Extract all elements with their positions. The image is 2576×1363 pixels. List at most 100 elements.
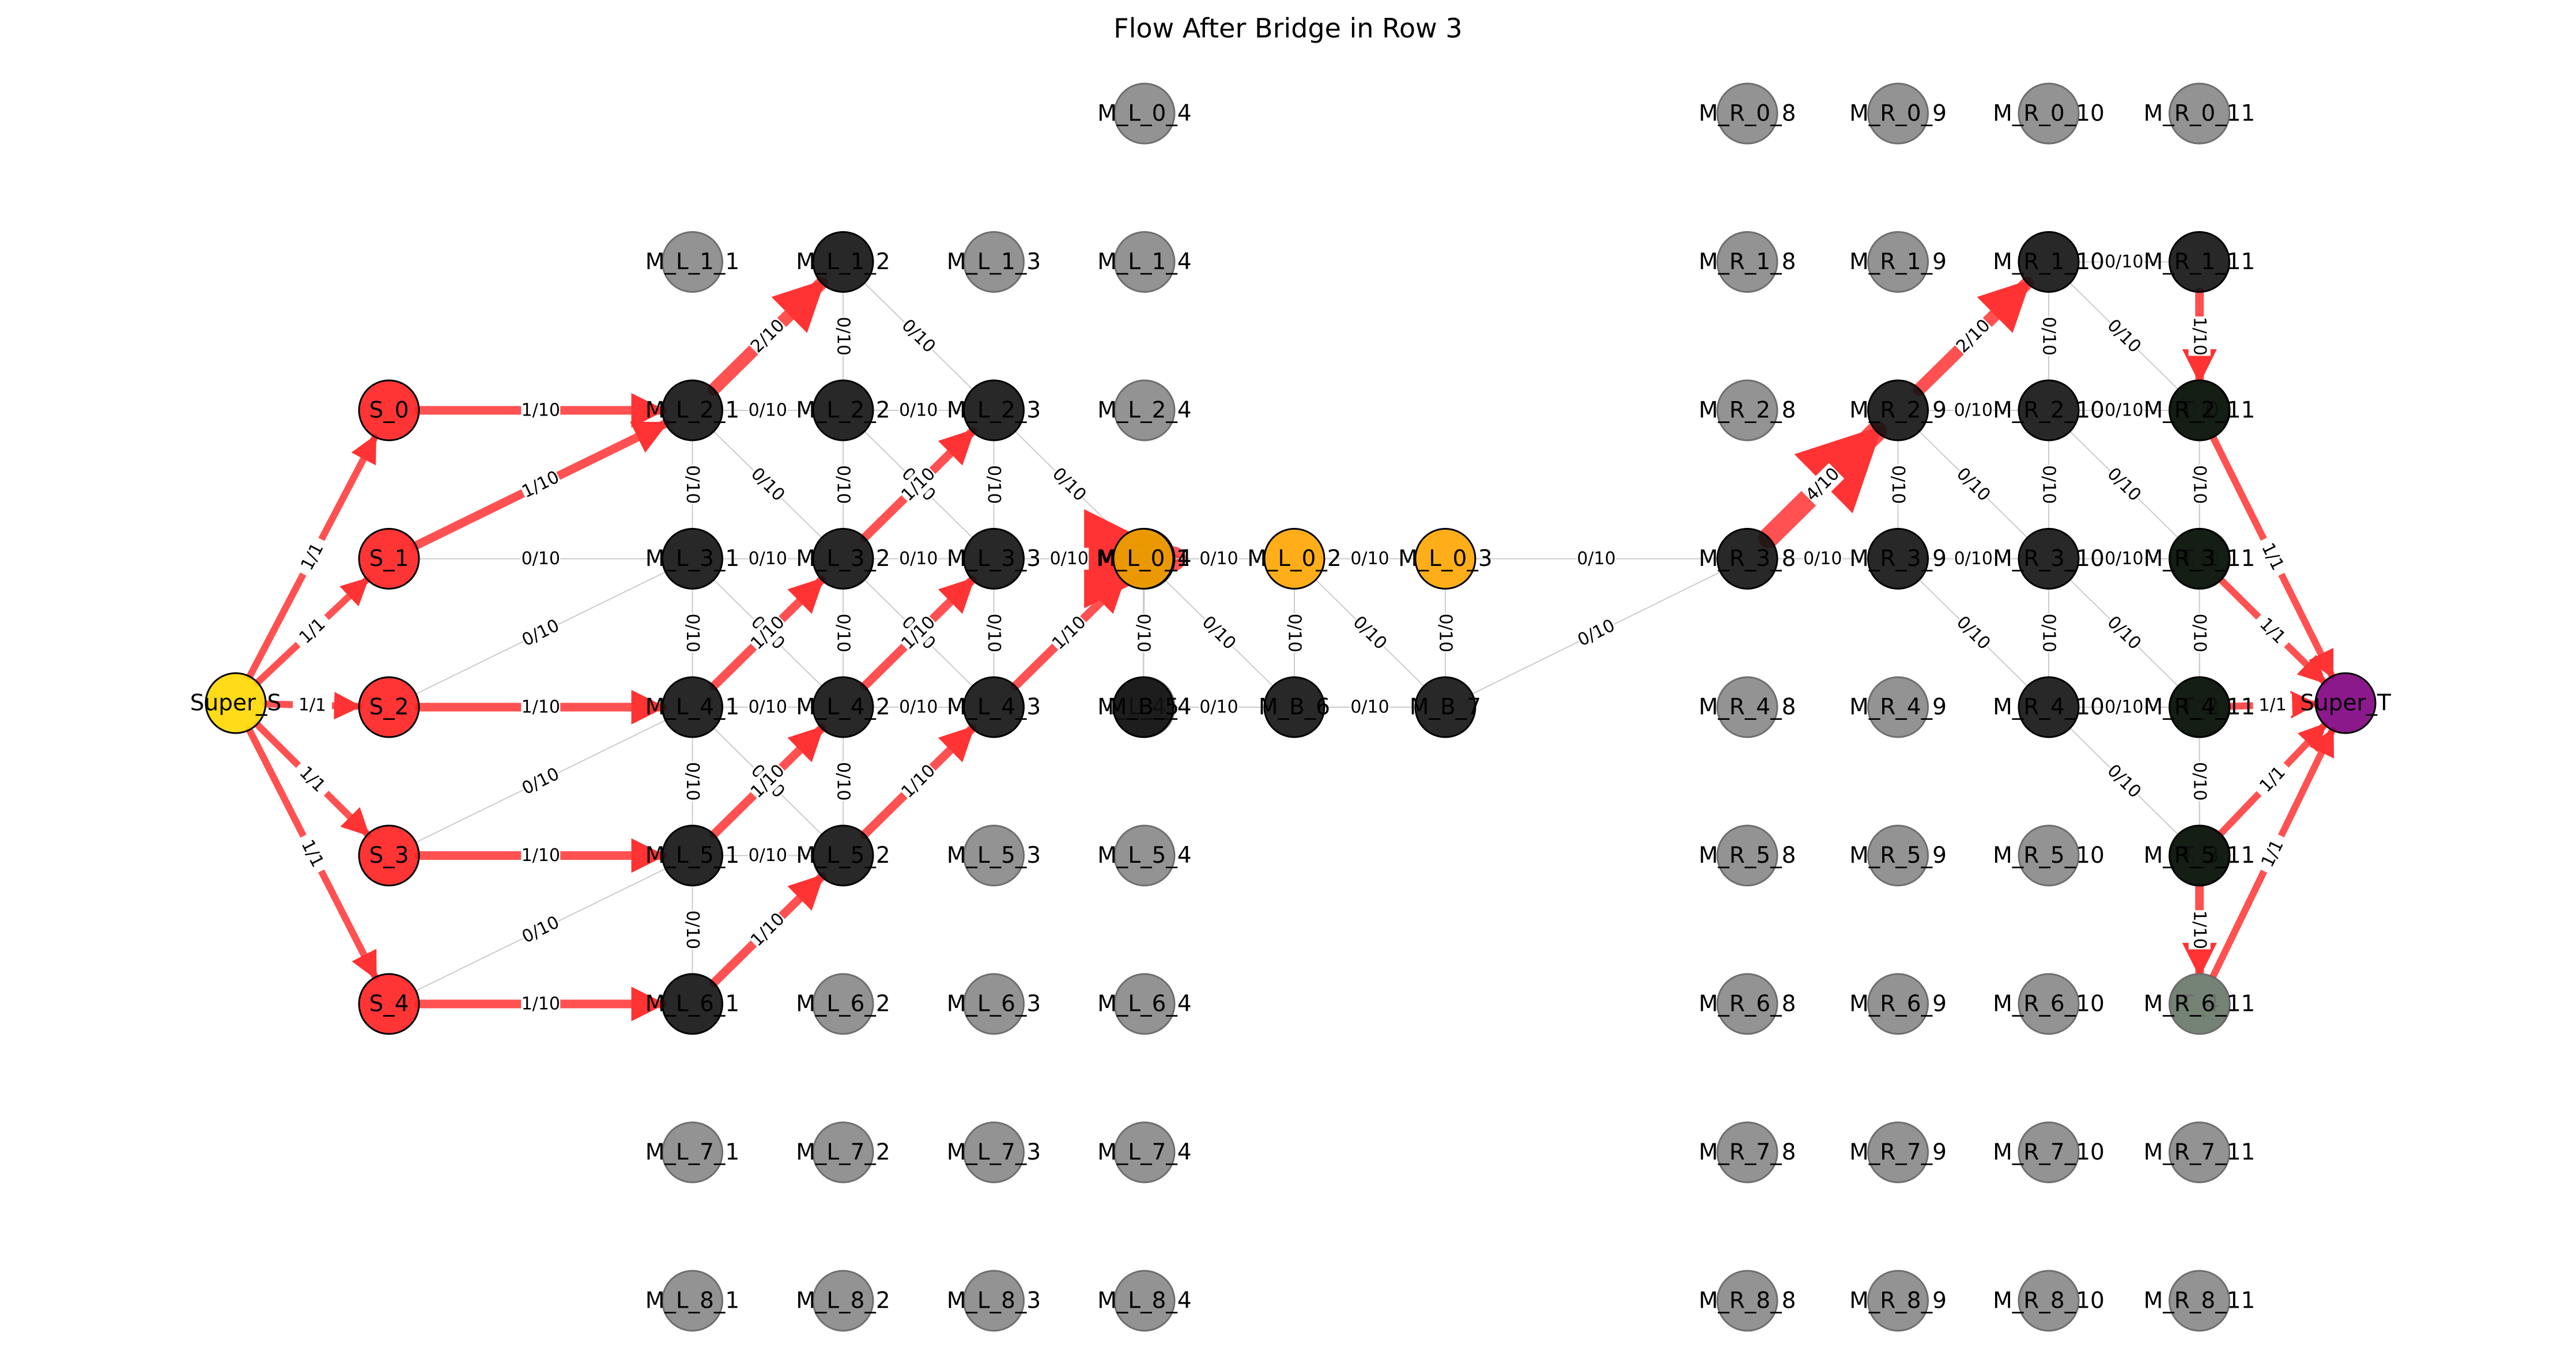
- edge-label-background: [2038, 613, 2060, 653]
- node-label: M_L_6_3: [947, 991, 1041, 1017]
- edge-label-background: [292, 693, 333, 717]
- edge-label-background: [746, 760, 790, 803]
- edge-label: 0/10: [2105, 401, 2143, 421]
- edge-label-group: 1/10: [2188, 910, 2211, 950]
- edge-label: 0/10: [2039, 317, 2059, 356]
- node-M_R_5_9: [1867, 825, 1929, 886]
- edge-labels-layer: 1/11/11/11/11/11/100/101/101/100/101/100…: [290, 251, 2295, 1015]
- node-M_R_0_10: [2018, 82, 2080, 145]
- node-M_L_7_4: [1113, 1122, 1176, 1183]
- edge-label-background: [1350, 548, 1389, 570]
- node-M_L_5_2: [812, 825, 874, 886]
- node-M_R_0_9: [1867, 82, 1929, 145]
- edge-label-group: 0/10: [518, 911, 564, 949]
- edge-label: 1/10: [522, 401, 560, 421]
- node-M_L_2_2: [812, 379, 874, 441]
- node-M_R_4_11: [2169, 676, 2230, 738]
- node-label: M_L_0_3: [1398, 546, 1493, 572]
- node-label: M_L_2_4: [1097, 398, 1192, 424]
- node-M_L_5_3: [963, 825, 1025, 886]
- node-label: M_R_6_9: [1849, 991, 1947, 1017]
- edge-label-background: [518, 911, 564, 949]
- edge-label-background: [1577, 548, 1616, 570]
- edge-label-background: [2188, 761, 2211, 801]
- node-S_3: [358, 825, 420, 886]
- node-label: M_L_8_1: [645, 1288, 740, 1314]
- node-M_L_2_4: [1113, 379, 1176, 441]
- edge-label-background: [290, 609, 334, 652]
- edge-label-background: [1574, 614, 1619, 652]
- edge-label-group: 0/10: [2038, 465, 2060, 504]
- node-M_R_5_11: [2169, 825, 2230, 886]
- node-label: M_L_1_2: [796, 249, 890, 275]
- node-label: Super_T: [2300, 690, 2391, 716]
- edge-label-background: [518, 466, 564, 503]
- node-label: M_L_7_4: [1097, 1139, 1192, 1165]
- edge-label-background: [746, 314, 790, 358]
- node-M_R_7_8: [1716, 1122, 1778, 1183]
- edge-label: 0/10: [2105, 697, 2143, 718]
- node-label: M_R_2_9: [1849, 398, 1947, 424]
- node-label: M_L_5_3: [947, 843, 1041, 869]
- edge-label-background: [1047, 611, 1091, 655]
- edge-label: 0/10: [1954, 549, 1993, 569]
- edge-label-background: [1199, 696, 1238, 718]
- edge-label-background: [748, 844, 788, 867]
- edge-label-background: [1887, 465, 1909, 504]
- node-label: M_R_4_10: [1993, 694, 2105, 720]
- node-label: S_1: [369, 546, 409, 572]
- edge-label-group: 1/10: [518, 466, 564, 503]
- edge-label-background: [2104, 696, 2144, 718]
- node-M_B_6: [1263, 676, 1325, 738]
- edge-label-background: [746, 611, 790, 655]
- edge-label-background: [1199, 548, 1238, 570]
- edge-label-background: [832, 761, 854, 801]
- edge-label: 0/10: [2105, 252, 2143, 272]
- edge-label-group: 0/10: [1199, 696, 1238, 718]
- edge-label-background: [2251, 757, 2294, 801]
- node-label: M_R_8_8: [1699, 1288, 1796, 1314]
- node-M_R_0_8: [1716, 82, 1778, 145]
- edge-label-background: [2102, 611, 2146, 655]
- edge-label-background: [1350, 696, 1389, 718]
- edge-label: 0/10: [519, 912, 562, 947]
- edge-label-background: [2188, 465, 2211, 504]
- node-label: M_L_0_4: [1097, 101, 1192, 127]
- edge-label: 0/10: [749, 697, 787, 718]
- edge-label-background: [748, 696, 788, 718]
- edge-label: 0/10: [1134, 614, 1154, 652]
- node-S_2: [358, 676, 420, 738]
- edge-label: 0/10: [749, 845, 787, 866]
- edge-label-group: 0/10: [1574, 614, 1619, 652]
- node-M_R_1_11: [2169, 231, 2230, 293]
- edge-label-background: [2254, 534, 2291, 579]
- edge-label-background: [290, 757, 334, 801]
- node-M_L_7_3: [963, 1122, 1025, 1183]
- edge-label-background: [2252, 693, 2293, 717]
- edge-label-background: [1954, 399, 1993, 421]
- edge-label-group: 0/10: [1283, 613, 1305, 653]
- edge-label-group: 0/10: [2188, 613, 2211, 653]
- node-label: M_R_2_8: [1699, 398, 1796, 424]
- edge-label-group: 0/10: [2038, 316, 2060, 356]
- edge-label-background: [2250, 609, 2295, 653]
- edge-label-background: [2038, 316, 2060, 356]
- edge-label-group: 1/1: [293, 534, 331, 579]
- node-M_L_1_2: [812, 231, 874, 293]
- node-label: M_R_3_11: [2144, 546, 2256, 572]
- node-M_L_6_1: [662, 973, 723, 1035]
- node-M_R_3_9: [1867, 528, 1929, 590]
- edge-label-background: [1197, 611, 1241, 655]
- node-label: M_L_5_2: [796, 843, 890, 869]
- node-M_R_8_10: [2018, 1270, 2080, 1332]
- node-M_R_2_9: [1867, 379, 1929, 441]
- edge-label-background: [897, 760, 940, 803]
- node-M_L_6_4: [1113, 973, 1176, 1035]
- node-M_L_6_2: [812, 973, 874, 1035]
- node-M_L_0_3: [1414, 528, 1476, 590]
- edge-label-group: 0/10: [1887, 465, 1909, 504]
- node-label: M_L_1_3: [947, 249, 1041, 275]
- node-label: M_L_2_1: [645, 398, 740, 424]
- edge-label-group: 0/10: [681, 761, 704, 801]
- edge-label-group: 0/10: [748, 696, 788, 718]
